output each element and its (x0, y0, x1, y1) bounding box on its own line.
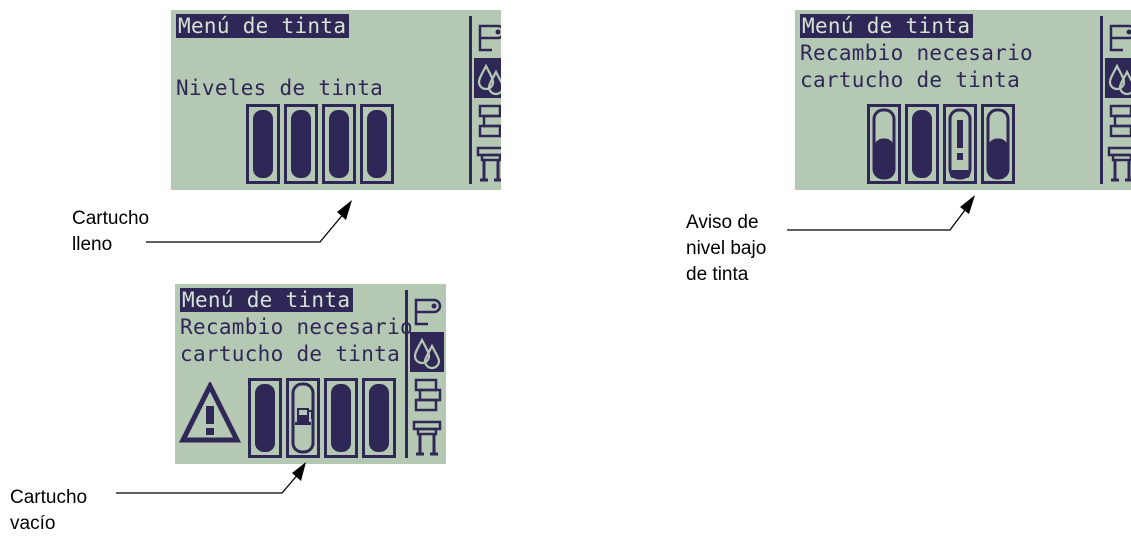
ink-cartridge-full (905, 104, 939, 184)
ink-cartridge-full (284, 104, 318, 184)
paper-roll-icon (410, 290, 444, 330)
lcd-line-1: Recambio necesario (180, 315, 413, 339)
ink-cartridge-low (943, 104, 977, 184)
ink-cartridge-full (246, 104, 280, 184)
ink-cartridge-half (981, 104, 1015, 184)
lcd-panel-low: Menú de tinta Recambio necesario cartuch… (795, 10, 1131, 190)
lcd-panel-full: Menú de tinta Niveles de tinta (171, 10, 501, 190)
ink-cartridge-full (360, 104, 394, 184)
page-layout-icon (410, 374, 444, 414)
sidebar-divider (405, 290, 408, 458)
callout-low-ink-warning: Aviso de nivel bajo de tinta (686, 212, 767, 285)
lcd-line-1: Recambio necesario (800, 41, 1033, 65)
menu-sidebar (405, 290, 445, 458)
ink-cartridge-full (324, 378, 358, 458)
printer-stand-icon (410, 416, 444, 456)
lcd-line-2: cartucho de tinta (180, 342, 401, 366)
menu-sidebar (1100, 16, 1131, 184)
sidebar-divider (469, 16, 472, 184)
ink-drops-icon (410, 332, 444, 372)
cartridge-row (248, 378, 396, 458)
lcd-title: Menú de tinta (180, 288, 354, 312)
printer-stand-icon (474, 142, 501, 182)
cartridge-row (246, 104, 394, 184)
ink-drops-icon (1105, 58, 1131, 98)
arrowhead-empty (292, 462, 306, 481)
menu-sidebar (469, 16, 501, 184)
leader-low (787, 205, 969, 231)
lcd-title: Menú de tinta (176, 14, 350, 38)
ink-drops-icon (474, 58, 501, 98)
leader-full (146, 211, 346, 243)
printer-stand-icon (1105, 142, 1131, 182)
ink-cartridge-full (362, 378, 396, 458)
lcd-line-2: cartucho de tinta (800, 68, 1021, 92)
paper-roll-icon (474, 16, 501, 56)
sidebar-divider (1100, 16, 1103, 184)
callout-full-cartridge: Cartucho lleno (72, 208, 150, 255)
leader-empty (116, 471, 301, 494)
page-layout-icon (474, 100, 501, 140)
arrowhead-full (337, 200, 352, 220)
warning-icon (179, 382, 241, 443)
lcd-panel-empty: Menú de tinta Recambio necesario cartuch… (175, 284, 446, 464)
ink-cartridge-half (867, 104, 901, 184)
ink-cartridge-empty (286, 378, 320, 458)
lcd-line-2: Niveles de tinta (176, 76, 384, 100)
page-layout-icon (1105, 100, 1131, 140)
ink-cartridge-full (248, 378, 282, 458)
cartridge-row (867, 104, 1015, 184)
callout-empty-cartridge: Cartucho vacío (10, 487, 88, 534)
paper-roll-icon (1105, 16, 1131, 56)
ink-cartridge-full (322, 104, 356, 184)
lcd-title: Menú de tinta (800, 14, 974, 38)
arrowhead-low (960, 195, 975, 214)
